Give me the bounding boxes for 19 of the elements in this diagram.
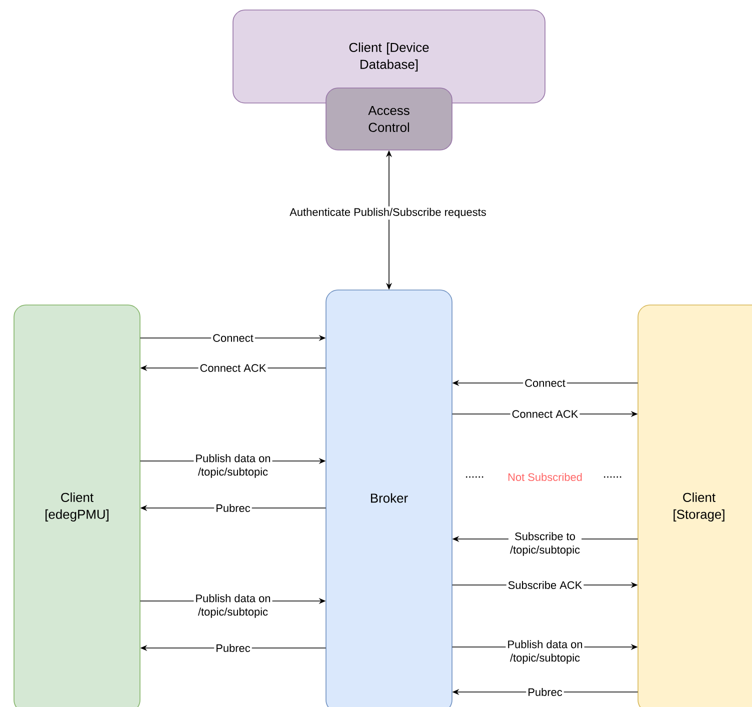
edge-label: Pubrec	[214, 642, 252, 654]
edge-label: Connect ACK	[510, 408, 580, 420]
edge-label: Connect	[523, 378, 567, 388]
edge-label: Publish data on /topic/subtopic	[194, 452, 272, 480]
edge-label: Publish data on /topic/subtopic	[194, 592, 272, 620]
edge-label: Subscribe ACK	[506, 579, 584, 591]
access-control-box: Access Control	[326, 88, 452, 150]
client-box: Client [edegPMU]	[14, 304, 140, 707]
edge-label: Pubrec	[526, 686, 564, 698]
edge-label: Connect	[211, 332, 255, 344]
edge-label: Authenticate Publish/Subscribe requests	[288, 206, 488, 220]
edge-label: Subscribe to /topic/subtopic	[508, 530, 582, 558]
edge-label: Connect ACK	[198, 362, 268, 374]
client-box: Client [Device Database]	[232, 10, 546, 104]
edge-label: Publish data on /topic/subtopic	[506, 638, 584, 666]
note-text: Not Subscribed	[508, 472, 582, 482]
client-box: Client [Storage]	[638, 304, 752, 707]
broker-box: Broker	[326, 290, 452, 707]
edge-label: Pubrec	[214, 502, 252, 514]
